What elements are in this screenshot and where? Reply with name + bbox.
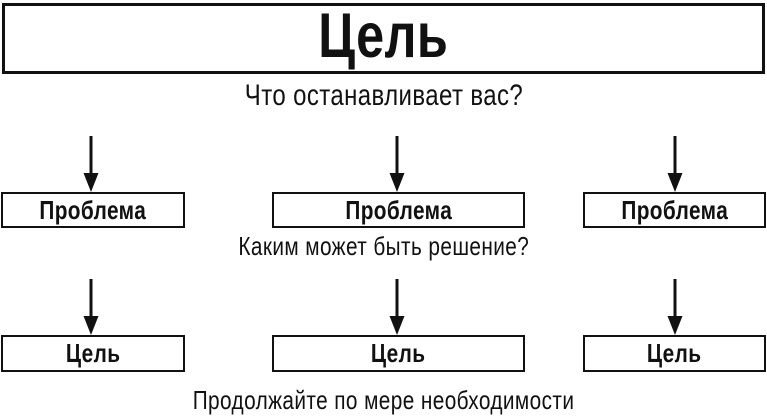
question-solution: Каким может быть решение? (0, 231, 767, 262)
down-arrow-icon (667, 136, 683, 192)
goal-header-box: Цель (2, 3, 765, 74)
footer-note-text: Продолжайте по мере необходимости (192, 385, 575, 415)
goal-box-3-label: Цель (647, 338, 702, 368)
question-solution-text: Каким может быть решение? (238, 231, 529, 261)
problem-box-1: Проблема (1, 192, 185, 228)
goal-box-2-label: Цель (371, 338, 426, 368)
footer-note: Продолжайте по мере необходимости (0, 385, 767, 416)
question-obstacles-text: Что останавливает вас? (244, 79, 523, 112)
goal-box-1: Цель (1, 335, 185, 372)
problem-box-3-label: Проблема (621, 194, 728, 225)
goal-header-label: Цель (318, 1, 449, 71)
down-arrow-icon (83, 279, 99, 335)
down-arrow-icon (389, 279, 405, 335)
problem-box-3: Проблема (583, 192, 766, 228)
goal-box-3: Цель (583, 335, 766, 372)
problem-box-2: Проблема (272, 192, 525, 228)
problem-box-1-label: Проблема (39, 194, 147, 225)
problem-box-2-label: Проблема (345, 194, 452, 225)
goal-box-1-label: Цель (65, 338, 121, 368)
down-arrow-icon (667, 279, 683, 335)
goal-box-2: Цель (272, 335, 525, 372)
down-arrow-icon (389, 136, 405, 192)
question-obstacles: Что останавливает вас? (0, 79, 767, 113)
down-arrow-icon (83, 136, 99, 192)
